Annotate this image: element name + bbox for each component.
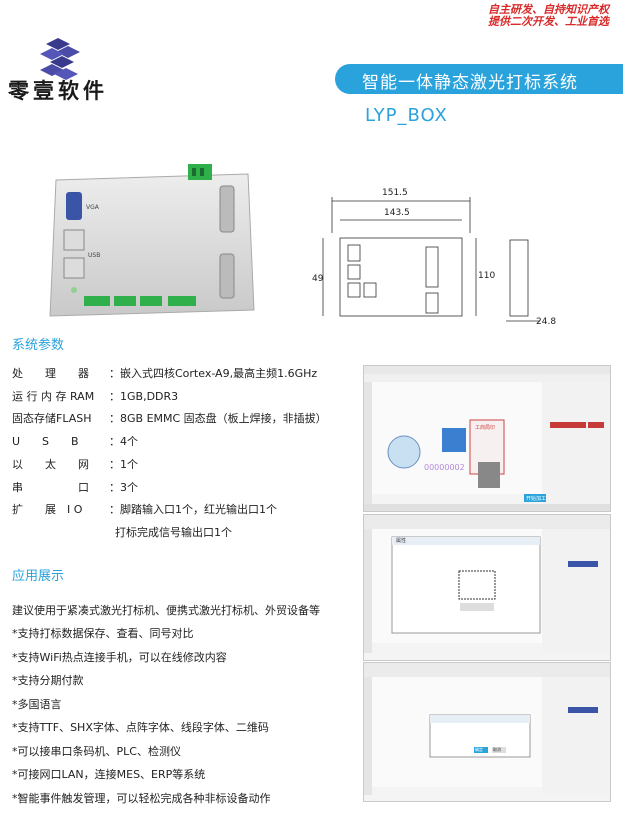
param-io-extra: 打标完成信号输出口1个 (115, 526, 232, 539)
apps-title: 应用展示 (12, 569, 65, 584)
mark-button[interactable]: 开始加工 (526, 496, 547, 502)
software-screenshot-3: 确定 取消 (363, 662, 611, 802)
app-line: *支持打标数据保存、查看、同号对比 (12, 627, 194, 640)
model-name: LYP_BOX (365, 105, 448, 126)
app-line: *多国语言 (12, 698, 62, 711)
product-photo: VGA USB (48, 162, 258, 322)
dim-height-left: 49 (312, 274, 324, 284)
dim-width-total: 151.5 (382, 188, 408, 198)
stamp-text: 工商局印 (475, 425, 496, 431)
software-screenshot-1: 00000002 工商局印 开始加工 (363, 365, 611, 512)
app-line: *支持分期付款 (12, 674, 84, 687)
app-line: 建议使用于紧凑式激光打标机、便携式激光打标机、外贸设备等 (12, 604, 320, 617)
dim-width-inner: 143.5 (384, 208, 410, 218)
serial-number: 00000002 (424, 463, 465, 472)
param-cpu: 处 理 器：嵌入式四核Cortex-A9,最高主频1.6GHz (12, 367, 318, 380)
brand-name: 零壹软件 (8, 78, 108, 103)
app-line: *可以接串口条码机、PLC、检测仪 (12, 745, 181, 758)
param-serial: 串 口：3个 (12, 481, 138, 494)
software-screenshot-2: 属性 (363, 514, 611, 661)
slogan-line-1: 自主研发、自持知识产权 (488, 3, 609, 16)
dim-height-total: 110 (478, 271, 496, 281)
cancel-button[interactable]: 取消 (493, 747, 501, 752)
confirm-button[interactable]: 确定 (475, 747, 483, 752)
usb-label: USB (88, 252, 101, 259)
brand-logo-icon (40, 38, 80, 84)
dialog-title: 属性 (396, 538, 407, 544)
vga-label: VGA (86, 204, 99, 211)
param-usb: U S B：4个 (12, 435, 138, 448)
param-ethernet: 以 太 网：1个 (12, 458, 138, 471)
slogan-line-2: 提供二次开发、工业首选 (488, 15, 609, 28)
page-title: 智能一体静态激光打标系统 (362, 73, 578, 93)
app-line: *支持WiFi热点连接手机，可以在线修改内容 (12, 651, 227, 664)
param-flash: 固态存储FLASH：8GB EMMC 固态盘（板上焊接，非插拔） (12, 412, 327, 425)
app-line: *支持TTF、SHX字体、点阵字体、线段字体、二维码 (12, 721, 269, 734)
dimension-drawing: 151.5 143.5 49 110 24.8 (312, 185, 568, 330)
dim-depth: 24.8 (536, 317, 557, 327)
app-line: *智能事件触发管理，可以轻松完成各种非标设备动作 (12, 792, 271, 805)
app-line: *可接网口LAN，连接MES、ERP等系统 (12, 768, 206, 781)
params-title: 系统参数 (12, 338, 65, 353)
title-bar (335, 64, 623, 94)
param-io: 扩 展 I O：脚踏输入口1个，红光输出口1个 (12, 503, 277, 516)
slogan: 自主研发、自持知识产权 提供二次开发、工业首选 (488, 4, 609, 28)
param-ram: 运 行 内 存 RAM：1GB,DDR3 (12, 390, 179, 403)
